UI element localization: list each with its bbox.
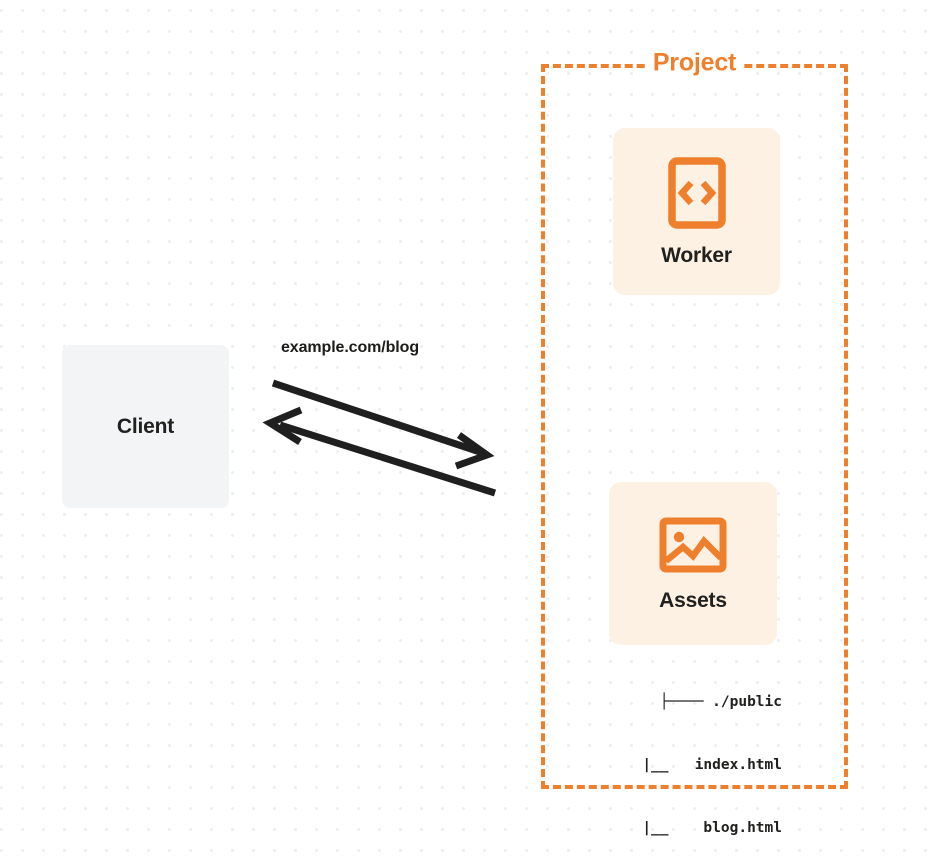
assets-node[interactable]: Assets bbox=[609, 482, 777, 645]
tree-row: |__ index.html bbox=[598, 757, 782, 773]
project-label: Project bbox=[646, 50, 743, 76]
assets-file-tree: ├──── ./public |__ index.html |__ blog.h… bbox=[560, 650, 782, 860]
project-container: Project bbox=[541, 50, 848, 789]
tree-row: ├──── ./public bbox=[659, 694, 782, 710]
request-arrow bbox=[271, 379, 495, 470]
tree-row: |__ blog.html bbox=[598, 820, 782, 836]
client-label: Client bbox=[116, 414, 175, 438]
response-arrow bbox=[262, 406, 497, 497]
edge-label-url: example.com/blog bbox=[281, 339, 419, 356]
assets-label: Assets bbox=[659, 589, 727, 612]
worker-label: Worker bbox=[661, 244, 732, 267]
image-icon bbox=[659, 516, 727, 574]
worker-node[interactable]: Worker bbox=[613, 128, 780, 295]
code-brackets-icon bbox=[667, 157, 726, 229]
client-node[interactable]: Client bbox=[62, 345, 229, 508]
